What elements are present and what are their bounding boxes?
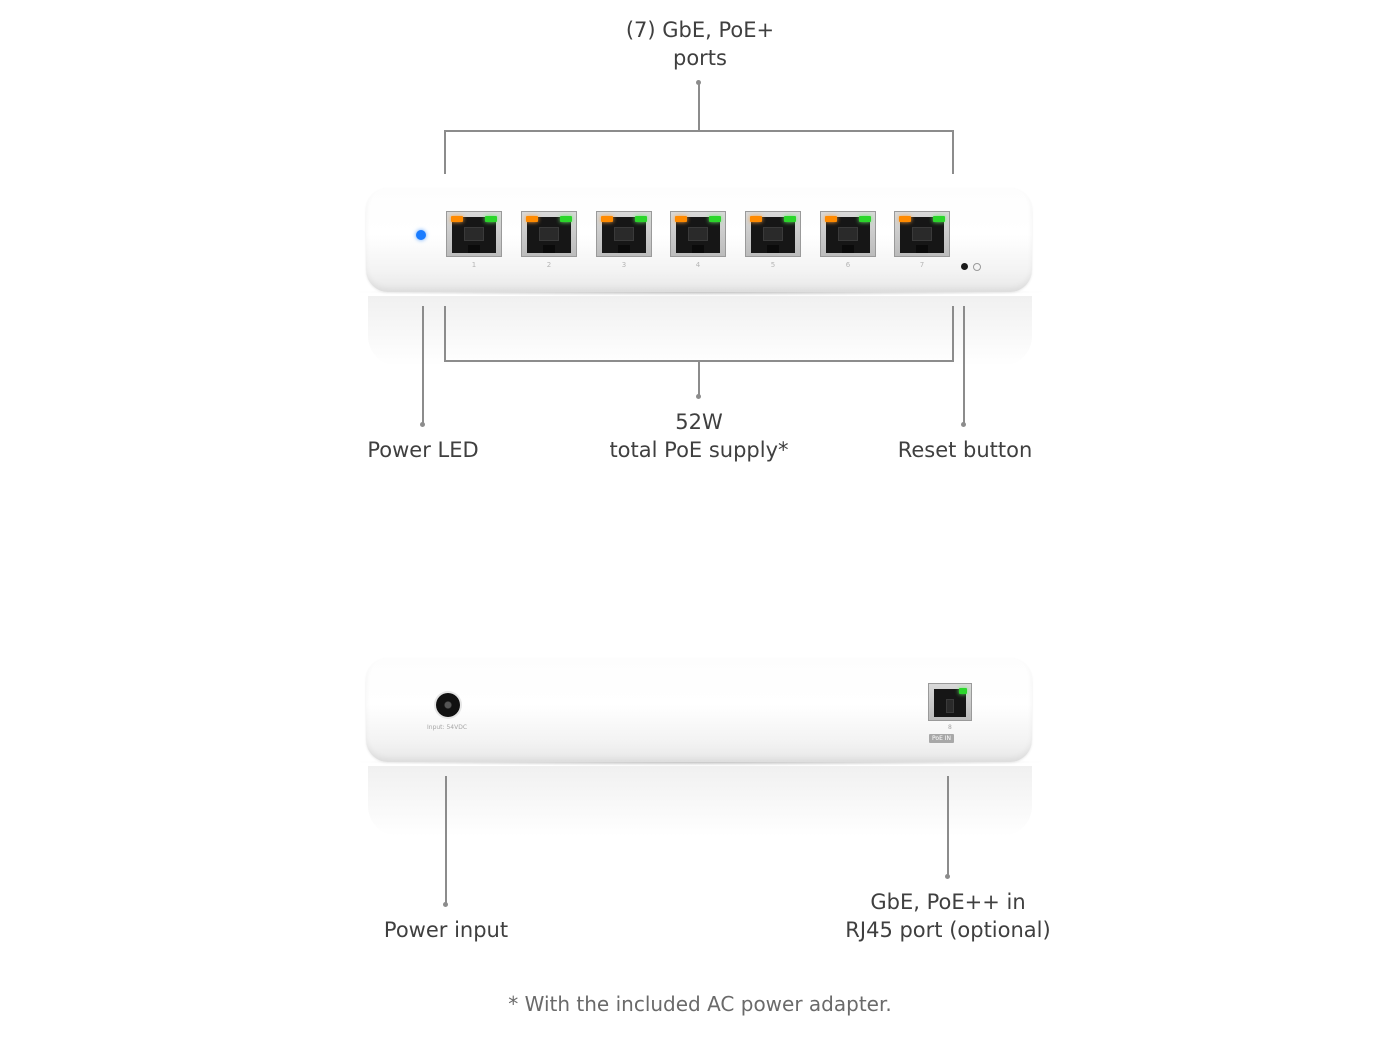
reset-callout-line (963, 306, 965, 424)
uplink-label: GbE, PoE++ in RJ45 port (optional) (818, 888, 1078, 944)
ports-label: (7) GbE, PoE+ ports (600, 16, 800, 72)
poe-bracket-left (444, 306, 446, 362)
ports-bracket-left (444, 130, 446, 174)
lan-port-5 (745, 211, 801, 257)
dc-power-jack (436, 693, 460, 717)
rear-device-body: Input: 54VDC 8 PoE IN (366, 658, 1032, 762)
power-input-callout-dot (443, 902, 448, 907)
ports-label-line2: ports (673, 46, 727, 70)
ports-bracket-right (952, 130, 954, 174)
port-number-4: 4 (695, 261, 701, 269)
front-device-reflection (368, 296, 1032, 366)
poe-in-tag: PoE IN (929, 734, 955, 743)
lan-port-4 (670, 211, 726, 257)
footnote: * With the included AC power adapter. (508, 992, 892, 1016)
rear-device-shadow (350, 758, 1050, 766)
reset-icon (973, 263, 981, 271)
port-number-1: 1 (471, 261, 477, 269)
ports-callout-dot (696, 80, 701, 85)
power-led-callout-dot (420, 422, 425, 427)
port-number-5: 5 (770, 261, 776, 269)
uplink-port-number: 8 (948, 724, 952, 731)
uplink-port (928, 683, 972, 721)
poe-callout-dot (696, 394, 701, 399)
uplink-label-line2: RJ45 port (optional) (845, 918, 1051, 942)
lan-port-7 (894, 211, 950, 257)
port-number-6: 6 (845, 261, 851, 269)
port-number-3: 3 (621, 261, 627, 269)
ports-callout-stem (698, 83, 700, 131)
ports-label-line1: (7) GbE, PoE+ (625, 18, 775, 42)
poe-bracket-right (952, 306, 954, 362)
front-device-body: 1 2 3 4 5 6 7 (366, 188, 1032, 292)
lan-port-6 (820, 211, 876, 257)
dc-jack-text: Input: 54VDC (427, 724, 468, 731)
lan-port-1 (446, 211, 502, 257)
power-led-callout-line (422, 306, 424, 424)
poe-supply-desc: total PoE supply* (609, 438, 789, 462)
power-led-label: Power LED (367, 438, 479, 462)
lan-port-3 (596, 211, 652, 257)
poe-supply-value: 52W (675, 410, 723, 434)
rear-device-reflection (368, 766, 1032, 836)
power-led-indicator (416, 230, 426, 240)
poe-supply-label: 52W total PoE supply* (579, 408, 819, 464)
ports-bracket-top (444, 130, 954, 132)
front-device-shadow (350, 288, 1050, 296)
power-input-callout-line (445, 776, 447, 904)
port-number-7: 7 (919, 261, 925, 269)
reset-button-label: Reset button (897, 438, 1033, 462)
uplink-callout-line (947, 776, 949, 876)
poe-callout-stem (698, 360, 700, 396)
reset-callout-dot (961, 422, 966, 427)
power-input-label: Power input (383, 918, 509, 942)
uplink-label-line1: GbE, PoE++ in (870, 890, 1026, 914)
port-number-2: 2 (546, 261, 552, 269)
reset-button-hole (961, 263, 968, 270)
uplink-callout-dot (945, 874, 950, 879)
lan-port-2 (521, 211, 577, 257)
